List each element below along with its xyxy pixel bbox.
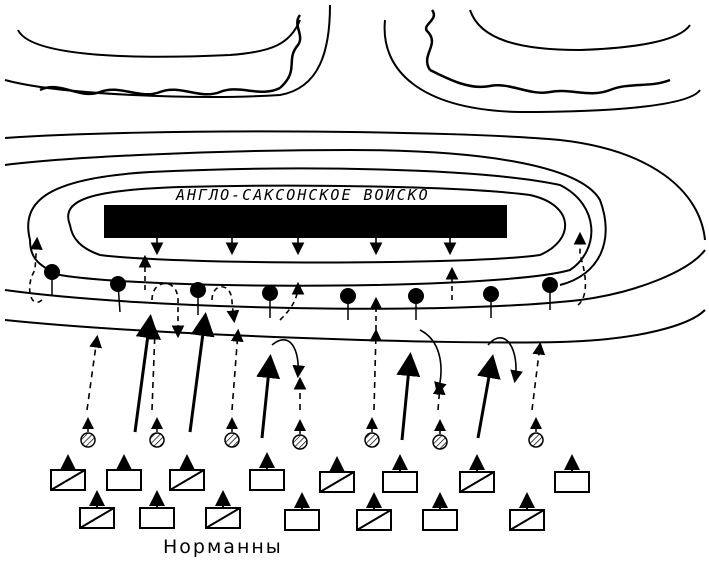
norman-units-row-1 <box>50 452 590 493</box>
norman-units-row-2 <box>79 490 545 531</box>
marsh-top-left-edge <box>279 14 302 89</box>
contour-hill-top-left-inner <box>17 19 301 58</box>
contour-slope-2 <box>4 309 706 344</box>
archer-markers <box>80 417 544 450</box>
contour-hill-top-right-outer <box>383 19 701 114</box>
return-arcs <box>271 329 523 396</box>
marsh-top-left <box>39 85 281 96</box>
heavy-cavalry-charges <box>133 312 501 441</box>
terrain-contours <box>4 4 706 344</box>
marsh-top-right <box>429 68 671 95</box>
anglo-saxon-army-label: АНГЛО-САКСОНСКОЕ ВОЙСКО <box>176 186 430 204</box>
anglo-saxon-shield-wall <box>104 205 507 238</box>
contour-ridge-outer-2 <box>4 148 607 286</box>
contour-slope-1 <box>4 249 706 310</box>
feigned-retreat-loops <box>28 231 587 339</box>
defender-arrows <box>150 238 457 256</box>
infantry-advance-arrows <box>86 326 546 411</box>
contour-hill-top-left-outer <box>4 4 331 98</box>
normans-label: Норманны <box>163 536 283 558</box>
marsh-top-right-edge <box>424 9 436 71</box>
contour-hill-top-right-inner <box>469 9 691 52</box>
contour-ridge-outer-1 <box>4 130 706 241</box>
norman-cavalry-markers <box>44 264 558 320</box>
